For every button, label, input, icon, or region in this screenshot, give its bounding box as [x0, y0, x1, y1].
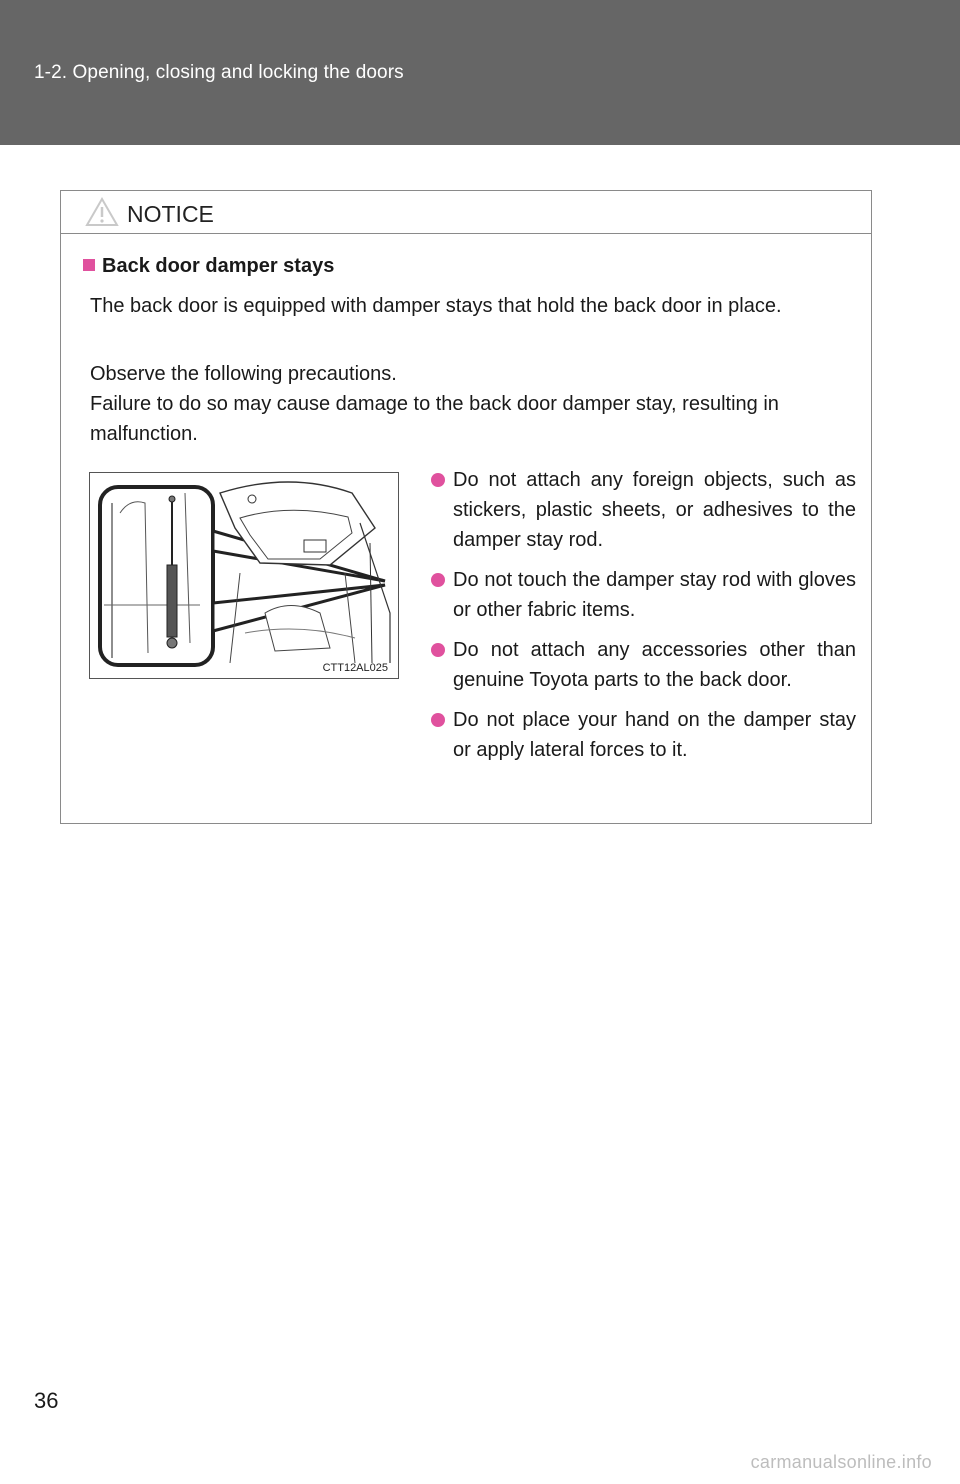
precaution-paragraph: Observe the following precautions. Failu…	[90, 359, 861, 449]
back-door-drawing	[98, 481, 391, 667]
notice-header: NOTICE	[61, 191, 871, 234]
intro-paragraph: The back door is equipped with damper st…	[90, 295, 782, 317]
precaution-line-1: Observe the following precautions.	[90, 363, 397, 385]
page-number: 36	[34, 1388, 59, 1413]
list-item: Do not attach any accessories other than…	[431, 635, 856, 695]
page-header: 1-2. Opening, closing and locking the do…	[0, 0, 960, 145]
notice-box: NOTICE Back door damper stays The back d…	[60, 190, 872, 824]
bullet-icon	[431, 573, 445, 587]
section-heading: Back door damper stays	[83, 255, 334, 278]
bullet-icon	[431, 643, 445, 657]
watermark: carmanualsonline.info	[750, 1452, 932, 1472]
precaution-line-2: Failure to do so may cause damage to the…	[90, 393, 779, 445]
square-bullet-icon	[83, 259, 95, 271]
section-heading-text: Back door damper stays	[102, 255, 335, 277]
figure-code: CTT12AL025	[322, 662, 388, 674]
bullet-icon	[431, 713, 445, 727]
precaution-list: Do not attach any foreign objects, such …	[431, 465, 856, 775]
section-title: 1-2. Opening, closing and locking the do…	[34, 62, 404, 83]
warning-triangle-icon	[85, 197, 119, 226]
list-item: Do not touch the damper stay rod with gl…	[431, 565, 856, 625]
notice-title: NOTICE	[127, 201, 214, 227]
bullet-icon	[431, 473, 445, 487]
list-item: Do not attach any foreign objects, such …	[431, 465, 856, 555]
damper-stay-illustration: CTT12AL025	[89, 472, 399, 679]
list-item: Do not place your hand on the damper sta…	[431, 705, 856, 765]
